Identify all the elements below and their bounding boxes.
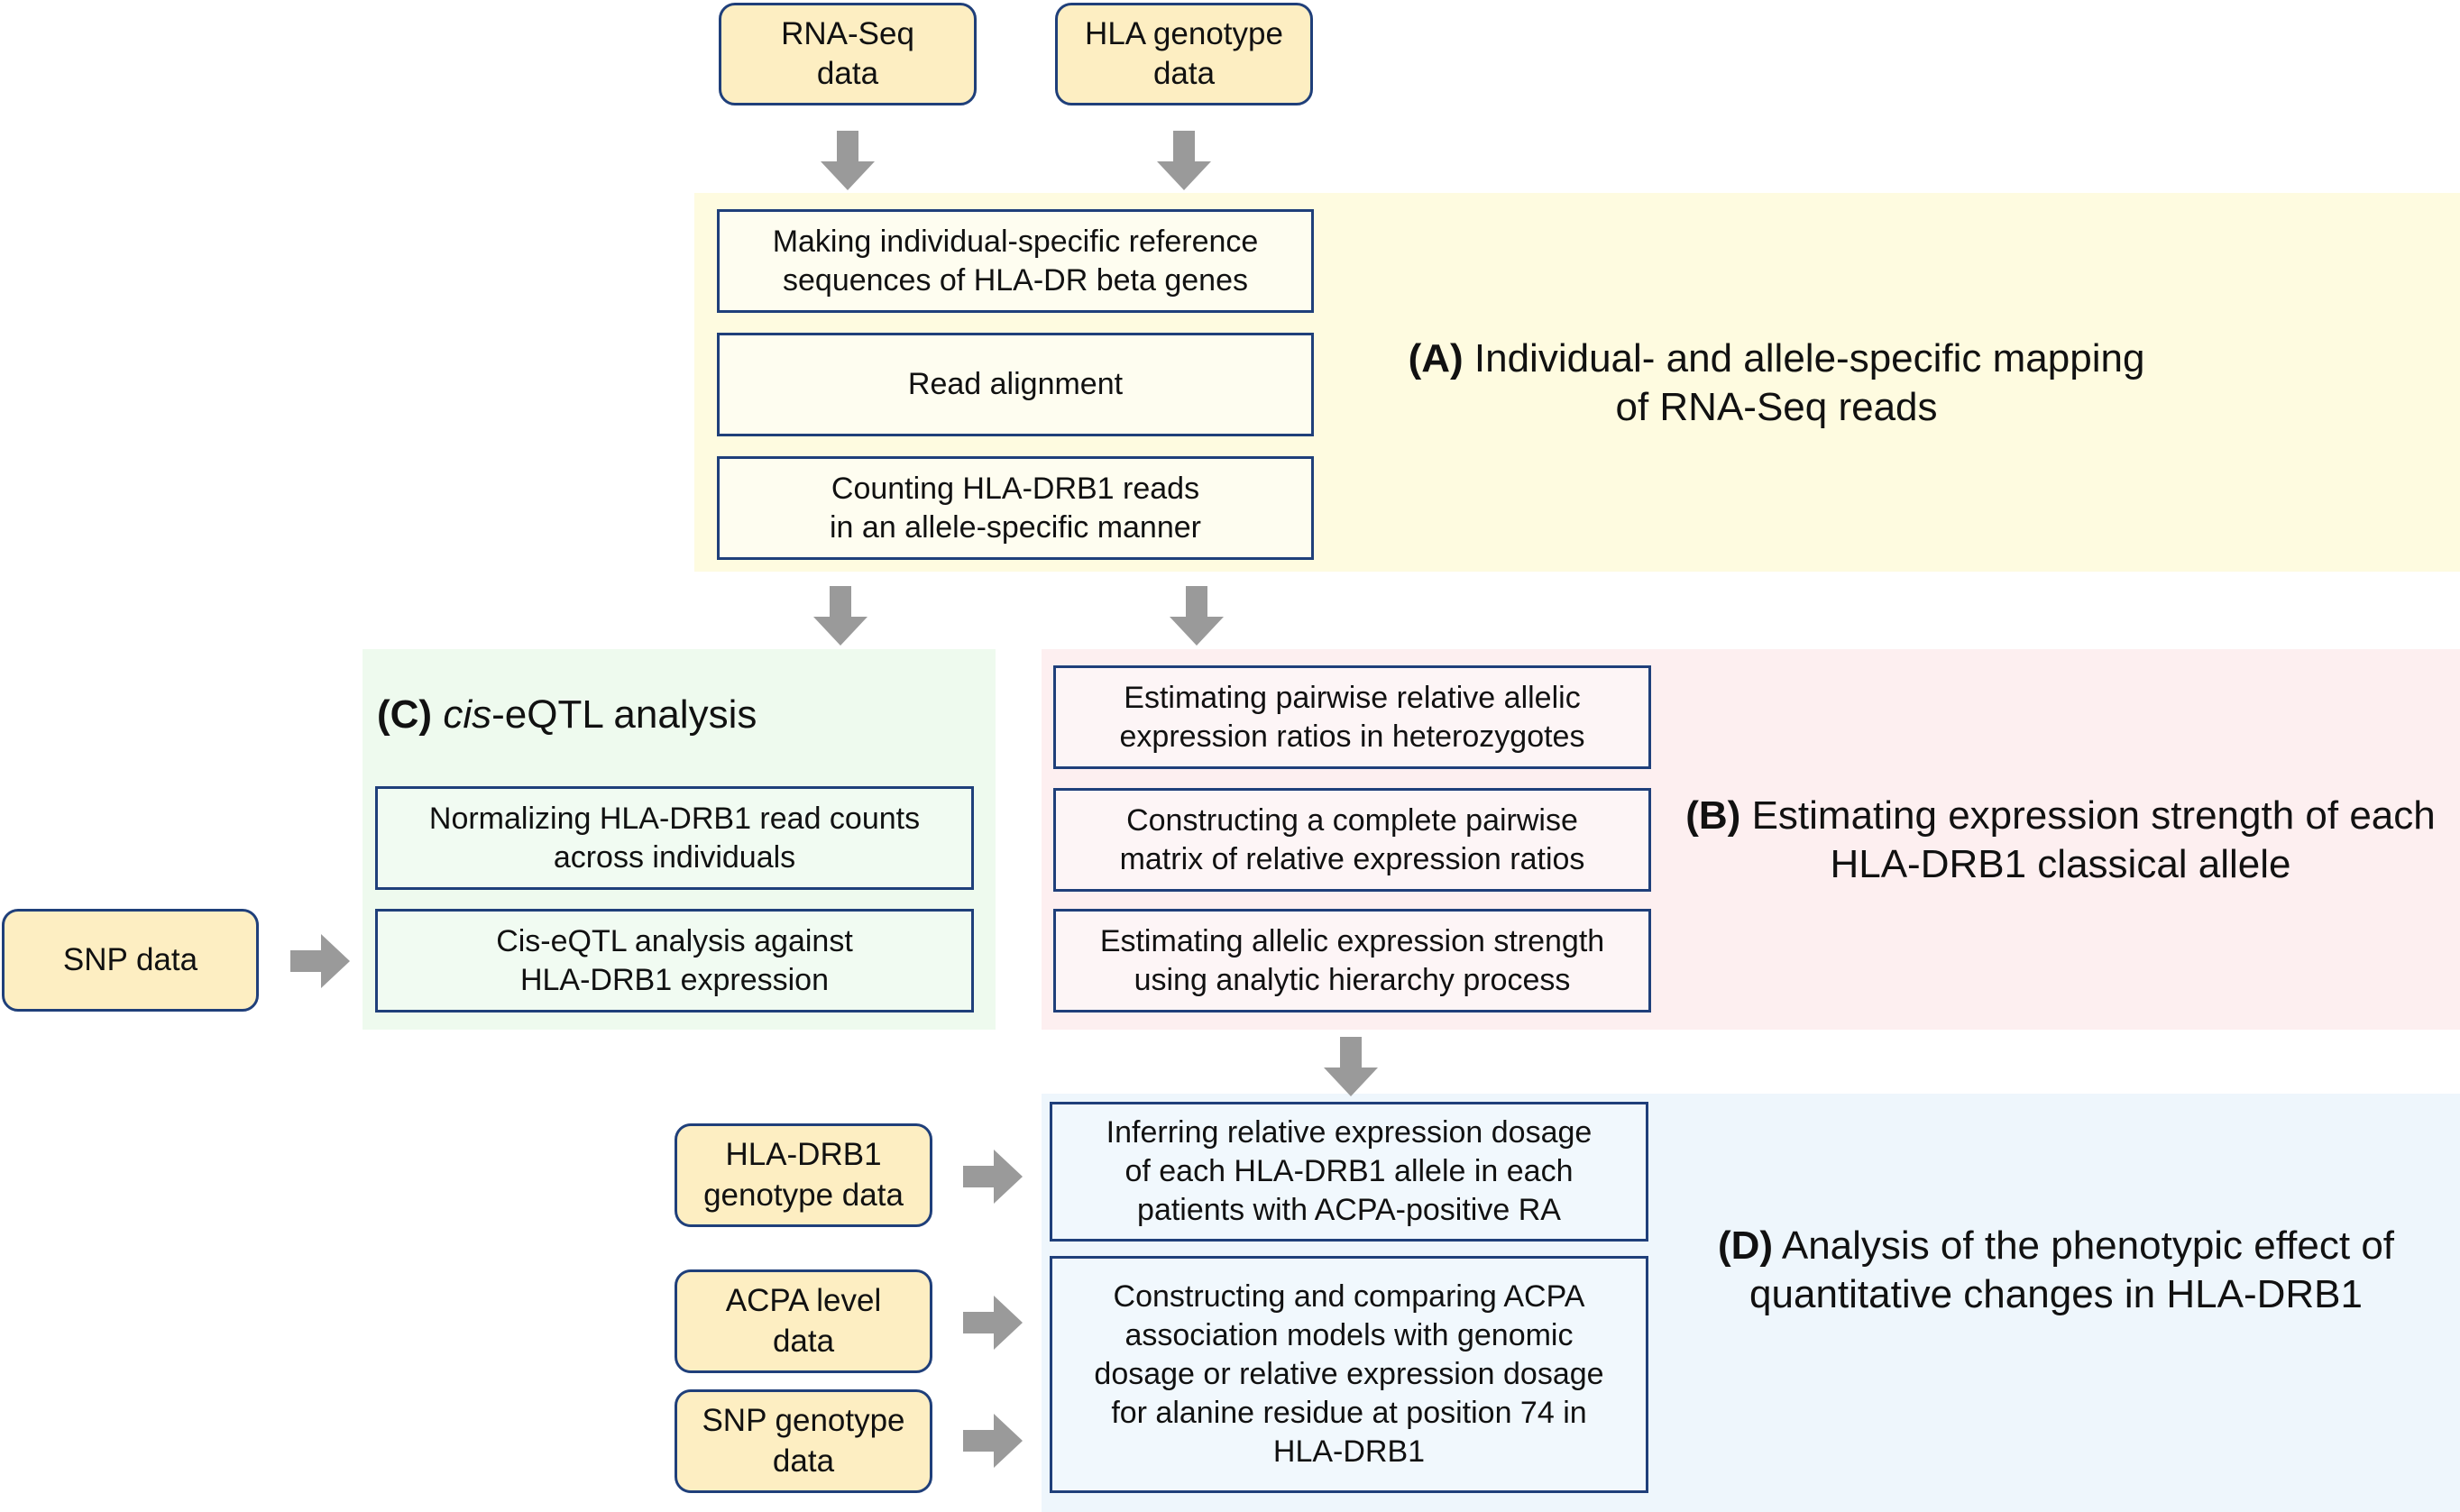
section-a-text: Individual- and allele-specific mapping … (1473, 336, 2145, 429)
step-b1-label: Estimating pairwise relative allelic exp… (1119, 680, 1585, 754)
step-d2: Constructing and comparing ACPA associat… (1050, 1256, 1648, 1493)
hla-drb1-genotype-data-label: HLA-DRB1 genotype data (703, 1137, 904, 1213)
section-b-text: Estimating expression strength of each H… (1751, 793, 2436, 886)
down-arrow-icon (1170, 586, 1224, 646)
section-d-tag: (D) (1717, 1223, 1774, 1268)
step-b2-label: Constructing a complete pairwise matrix … (1119, 802, 1585, 876)
down-arrow-icon (813, 586, 867, 646)
hla-drb1-genotype-data-box: HLA-DRB1 genotype data (675, 1123, 932, 1227)
right-arrow-icon (963, 1296, 1023, 1350)
rna-seq-data-box: RNA-Seq data (719, 3, 977, 105)
section-b-tag: (B) (1685, 793, 1741, 838)
step-c1-label: Normalizing HLA-DRB1 read counts across … (428, 801, 921, 875)
step-c1: Normalizing HLA-DRB1 read counts across … (375, 786, 974, 890)
step-d1: Inferring relative expression dosage of … (1050, 1102, 1648, 1242)
step-b3: Estimating allelic expression strength u… (1053, 909, 1651, 1013)
section-b-title: (B) Estimating expression strength of ea… (1668, 792, 2453, 888)
down-arrow-icon (1324, 1037, 1378, 1096)
step-a3-label: Counting HLA-DRB1 reads in an allele-spe… (830, 471, 1201, 545)
right-arrow-icon (963, 1414, 1023, 1468)
section-a-title: (A) Individual- and allele-specific mapp… (1362, 334, 2191, 431)
snp-data-label: SNP data (62, 941, 198, 977)
rna-seq-data-label: RNA-Seq data (781, 15, 914, 91)
section-c-title: (C) cis-eQTL analysis (377, 691, 972, 739)
section-a-tag: (A) (1408, 336, 1464, 380)
down-arrow-icon (1157, 131, 1211, 190)
section-d-text: Analysis of the phenotypic effect of qua… (1749, 1223, 2395, 1316)
step-b1: Estimating pairwise relative allelic exp… (1053, 665, 1651, 769)
step-d2-label: Constructing and comparing ACPA associat… (1094, 1279, 1604, 1469)
step-c2: Cis-eQTL analysis against HLA-DRB1 expre… (375, 909, 974, 1013)
hla-genotype-data-label: HLA genotype data (1085, 15, 1283, 91)
right-arrow-icon (290, 934, 350, 988)
section-c-text: -eQTL analysis (491, 692, 757, 737)
section-c-tag: (C) (377, 692, 433, 737)
section-c-italic: cis (443, 692, 492, 737)
acpa-level-data-label: ACPA level data (725, 1283, 882, 1359)
right-arrow-icon (963, 1150, 1023, 1204)
step-a1-label: Making individual-specific reference seq… (772, 224, 1259, 298)
step-c2-label: Cis-eQTL analysis against HLA-DRB1 expre… (496, 923, 853, 997)
snp-genotype-data-box: SNP genotype data (675, 1389, 932, 1493)
hla-genotype-data-box: HLA genotype data (1055, 3, 1313, 105)
step-a3: Counting HLA-DRB1 reads in an allele-spe… (717, 456, 1314, 560)
snp-data-box: SNP data (2, 909, 259, 1012)
step-d1-label: Inferring relative expression dosage of … (1106, 1115, 1593, 1227)
section-d-title: (D) Analysis of the phenotypic effect of… (1677, 1222, 2435, 1318)
step-b2: Constructing a complete pairwise matrix … (1053, 788, 1651, 892)
step-a2-label: Read alignment (907, 367, 1124, 402)
acpa-level-data-box: ACPA level data (675, 1269, 932, 1373)
step-a2: Read alignment (717, 333, 1314, 436)
step-b3-label: Estimating allelic expression strength u… (1099, 923, 1605, 997)
down-arrow-icon (821, 131, 875, 190)
snp-genotype-data-label: SNP genotype data (702, 1403, 905, 1479)
step-a1: Making individual-specific reference seq… (717, 209, 1314, 313)
